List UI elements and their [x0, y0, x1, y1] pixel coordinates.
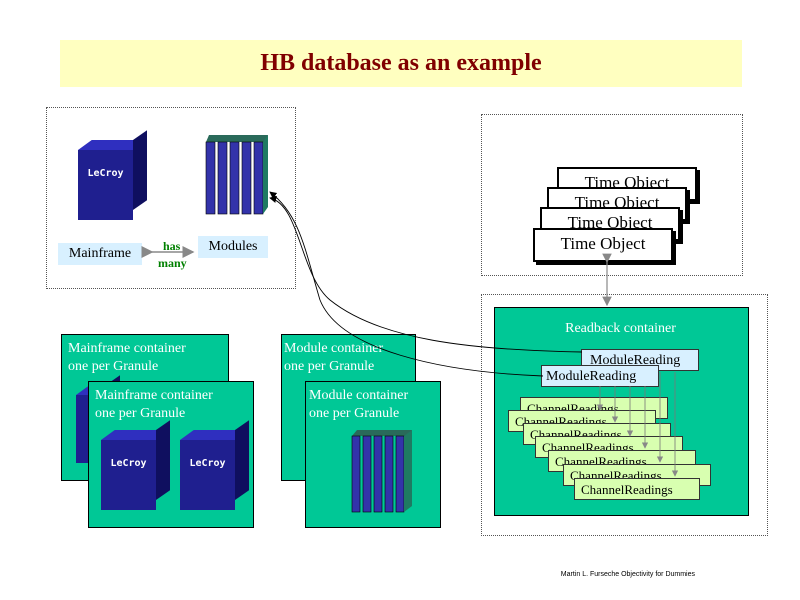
mainframe-label: Mainframe [58, 243, 142, 265]
lecroy-mainframe-cube: LeCroy [78, 150, 133, 220]
cube-label-2: LeCroy [189, 458, 226, 469]
mainframe-back-line2: one per Granule [68, 359, 159, 374]
mainframe-front-line2: one per Granule [95, 406, 186, 421]
connector-module-reading-1 [269, 195, 583, 353]
module-back-line2: one per Granule [284, 359, 375, 374]
time-object-1: Time Object [533, 228, 673, 262]
modules-rack-top [205, 135, 268, 215]
module-front-line1: Module container [309, 388, 409, 403]
reading-links [596, 372, 679, 477]
module-back-line1: Module container [284, 341, 384, 356]
footer-credit: Martin L. Furseche Objectivity for Dummi… [560, 571, 695, 578]
page-title: HB database as an example [260, 50, 542, 76]
time-panel [481, 114, 743, 276]
relation-many: many [158, 256, 187, 270]
lecroy-cube-1: LeCroy [101, 440, 156, 510]
cube-label-1: LeCroy [110, 458, 147, 469]
cube-label: LeCroy [87, 168, 124, 179]
readback-panel [481, 294, 768, 536]
mainframe-front-line1: Mainframe container [95, 388, 213, 403]
module-container-front [305, 381, 441, 528]
mainframe-back-line1: Mainframe container [68, 341, 186, 356]
channel-readings-7: ChannelReadings [574, 478, 700, 500]
module-front-line2: one per Granule [309, 406, 400, 421]
modules-rack-container [351, 430, 412, 513]
readback-title: Readback container [565, 321, 676, 336]
hardware-panel [46, 107, 296, 289]
lecroy-cube-2: LeCroy [180, 440, 235, 510]
modules-label: Modules [198, 236, 268, 258]
connector-module-reading-2 [269, 191, 544, 377]
title-bar: HB database as an example [60, 40, 742, 87]
